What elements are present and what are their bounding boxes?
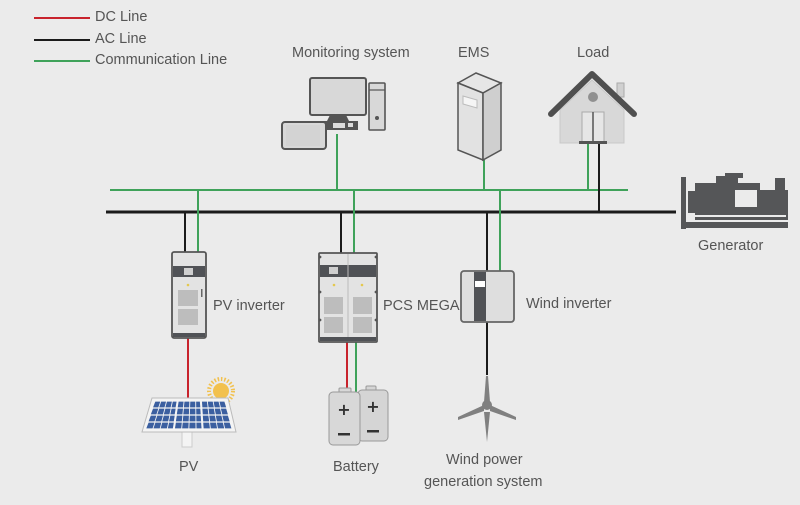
legend-label: AC Line bbox=[95, 31, 147, 47]
solar-cell bbox=[162, 415, 170, 422]
solar-cell bbox=[169, 415, 175, 422]
wind-turbine-icon bbox=[458, 376, 516, 442]
generator-label: Generator bbox=[698, 238, 764, 254]
wind-inverter-icon bbox=[460, 270, 515, 323]
solar-cell bbox=[183, 401, 190, 408]
svg-text:+: + bbox=[366, 397, 379, 416]
solar-cell bbox=[196, 401, 201, 408]
solar-cell bbox=[209, 415, 216, 422]
solar-cell bbox=[220, 408, 228, 415]
wind-power-label-line1: Wind power bbox=[446, 452, 523, 468]
solar-cell bbox=[182, 422, 189, 429]
solar-cell bbox=[171, 401, 177, 408]
double-cabinet-icon bbox=[318, 252, 378, 343]
solar-cell bbox=[215, 415, 223, 422]
monitoring-system-label: Monitoring system bbox=[292, 45, 410, 61]
solar-cell bbox=[196, 415, 202, 422]
sun-icon bbox=[207, 377, 235, 405]
battery-label: Battery bbox=[333, 459, 379, 475]
solar-cell bbox=[182, 415, 189, 422]
solar-cell bbox=[170, 408, 176, 415]
load-label: Load bbox=[577, 45, 610, 61]
solar-cell bbox=[146, 422, 155, 429]
solar-cell bbox=[196, 408, 201, 415]
solar-cell bbox=[163, 408, 171, 415]
legend-label: DC Line bbox=[95, 9, 148, 25]
comm-line-swatch bbox=[34, 60, 90, 62]
solar-cell bbox=[157, 408, 165, 415]
battery-icon: + + bbox=[328, 385, 389, 446]
solar-cell bbox=[201, 401, 208, 408]
wind-power-label-line2: generation system bbox=[424, 474, 543, 490]
solar-cell bbox=[159, 401, 167, 408]
solar-cell bbox=[148, 415, 157, 422]
solar-cell bbox=[153, 401, 161, 408]
solar-cell bbox=[208, 408, 215, 415]
pv-inverter-label: PV inverter bbox=[213, 298, 285, 314]
solar-cell bbox=[177, 401, 184, 408]
solar-cell bbox=[189, 422, 196, 429]
solar-cell bbox=[216, 422, 225, 429]
solar-cell bbox=[189, 415, 196, 422]
svg-text:+: + bbox=[337, 400, 350, 419]
computer-icon bbox=[281, 77, 386, 150]
ems-label: EMS bbox=[458, 45, 490, 61]
solar-cell bbox=[174, 422, 182, 429]
house-icon bbox=[548, 71, 637, 144]
solar-cell bbox=[165, 401, 172, 408]
solar-cell bbox=[223, 422, 232, 429]
solar-cell bbox=[155, 415, 163, 422]
solar-panel-icon bbox=[141, 377, 237, 448]
solar-cell bbox=[213, 401, 220, 408]
solar-cell bbox=[219, 401, 227, 408]
pcs-mega-label: PCS MEGA bbox=[383, 298, 460, 314]
wind-inverter-label: Wind inverter bbox=[526, 296, 612, 312]
solar-cell bbox=[153, 422, 162, 429]
inverter-cabinet-icon bbox=[171, 251, 207, 339]
solar-cell bbox=[176, 408, 183, 415]
generator-icon bbox=[681, 173, 788, 229]
solar-cell bbox=[210, 422, 218, 429]
solar-cell bbox=[160, 422, 169, 429]
ac-line-swatch bbox=[34, 39, 90, 41]
solar-cell bbox=[203, 422, 210, 429]
dc-line-swatch bbox=[34, 17, 90, 19]
solar-cell bbox=[183, 408, 190, 415]
solar-cell bbox=[214, 408, 222, 415]
pv-label: PV bbox=[179, 459, 199, 475]
solar-cell bbox=[202, 415, 210, 422]
solar-cell bbox=[189, 408, 196, 415]
solar-cell bbox=[190, 401, 196, 408]
legend-label: Communication Line bbox=[95, 52, 228, 68]
solar-cell bbox=[202, 408, 209, 415]
solar-cell bbox=[150, 408, 159, 415]
solar-cell bbox=[196, 422, 202, 429]
solar-cell bbox=[167, 422, 174, 429]
solar-cell bbox=[222, 415, 230, 422]
server-cabinet-icon bbox=[456, 72, 503, 162]
solar-cell bbox=[175, 415, 183, 422]
solar-cell bbox=[207, 401, 214, 408]
